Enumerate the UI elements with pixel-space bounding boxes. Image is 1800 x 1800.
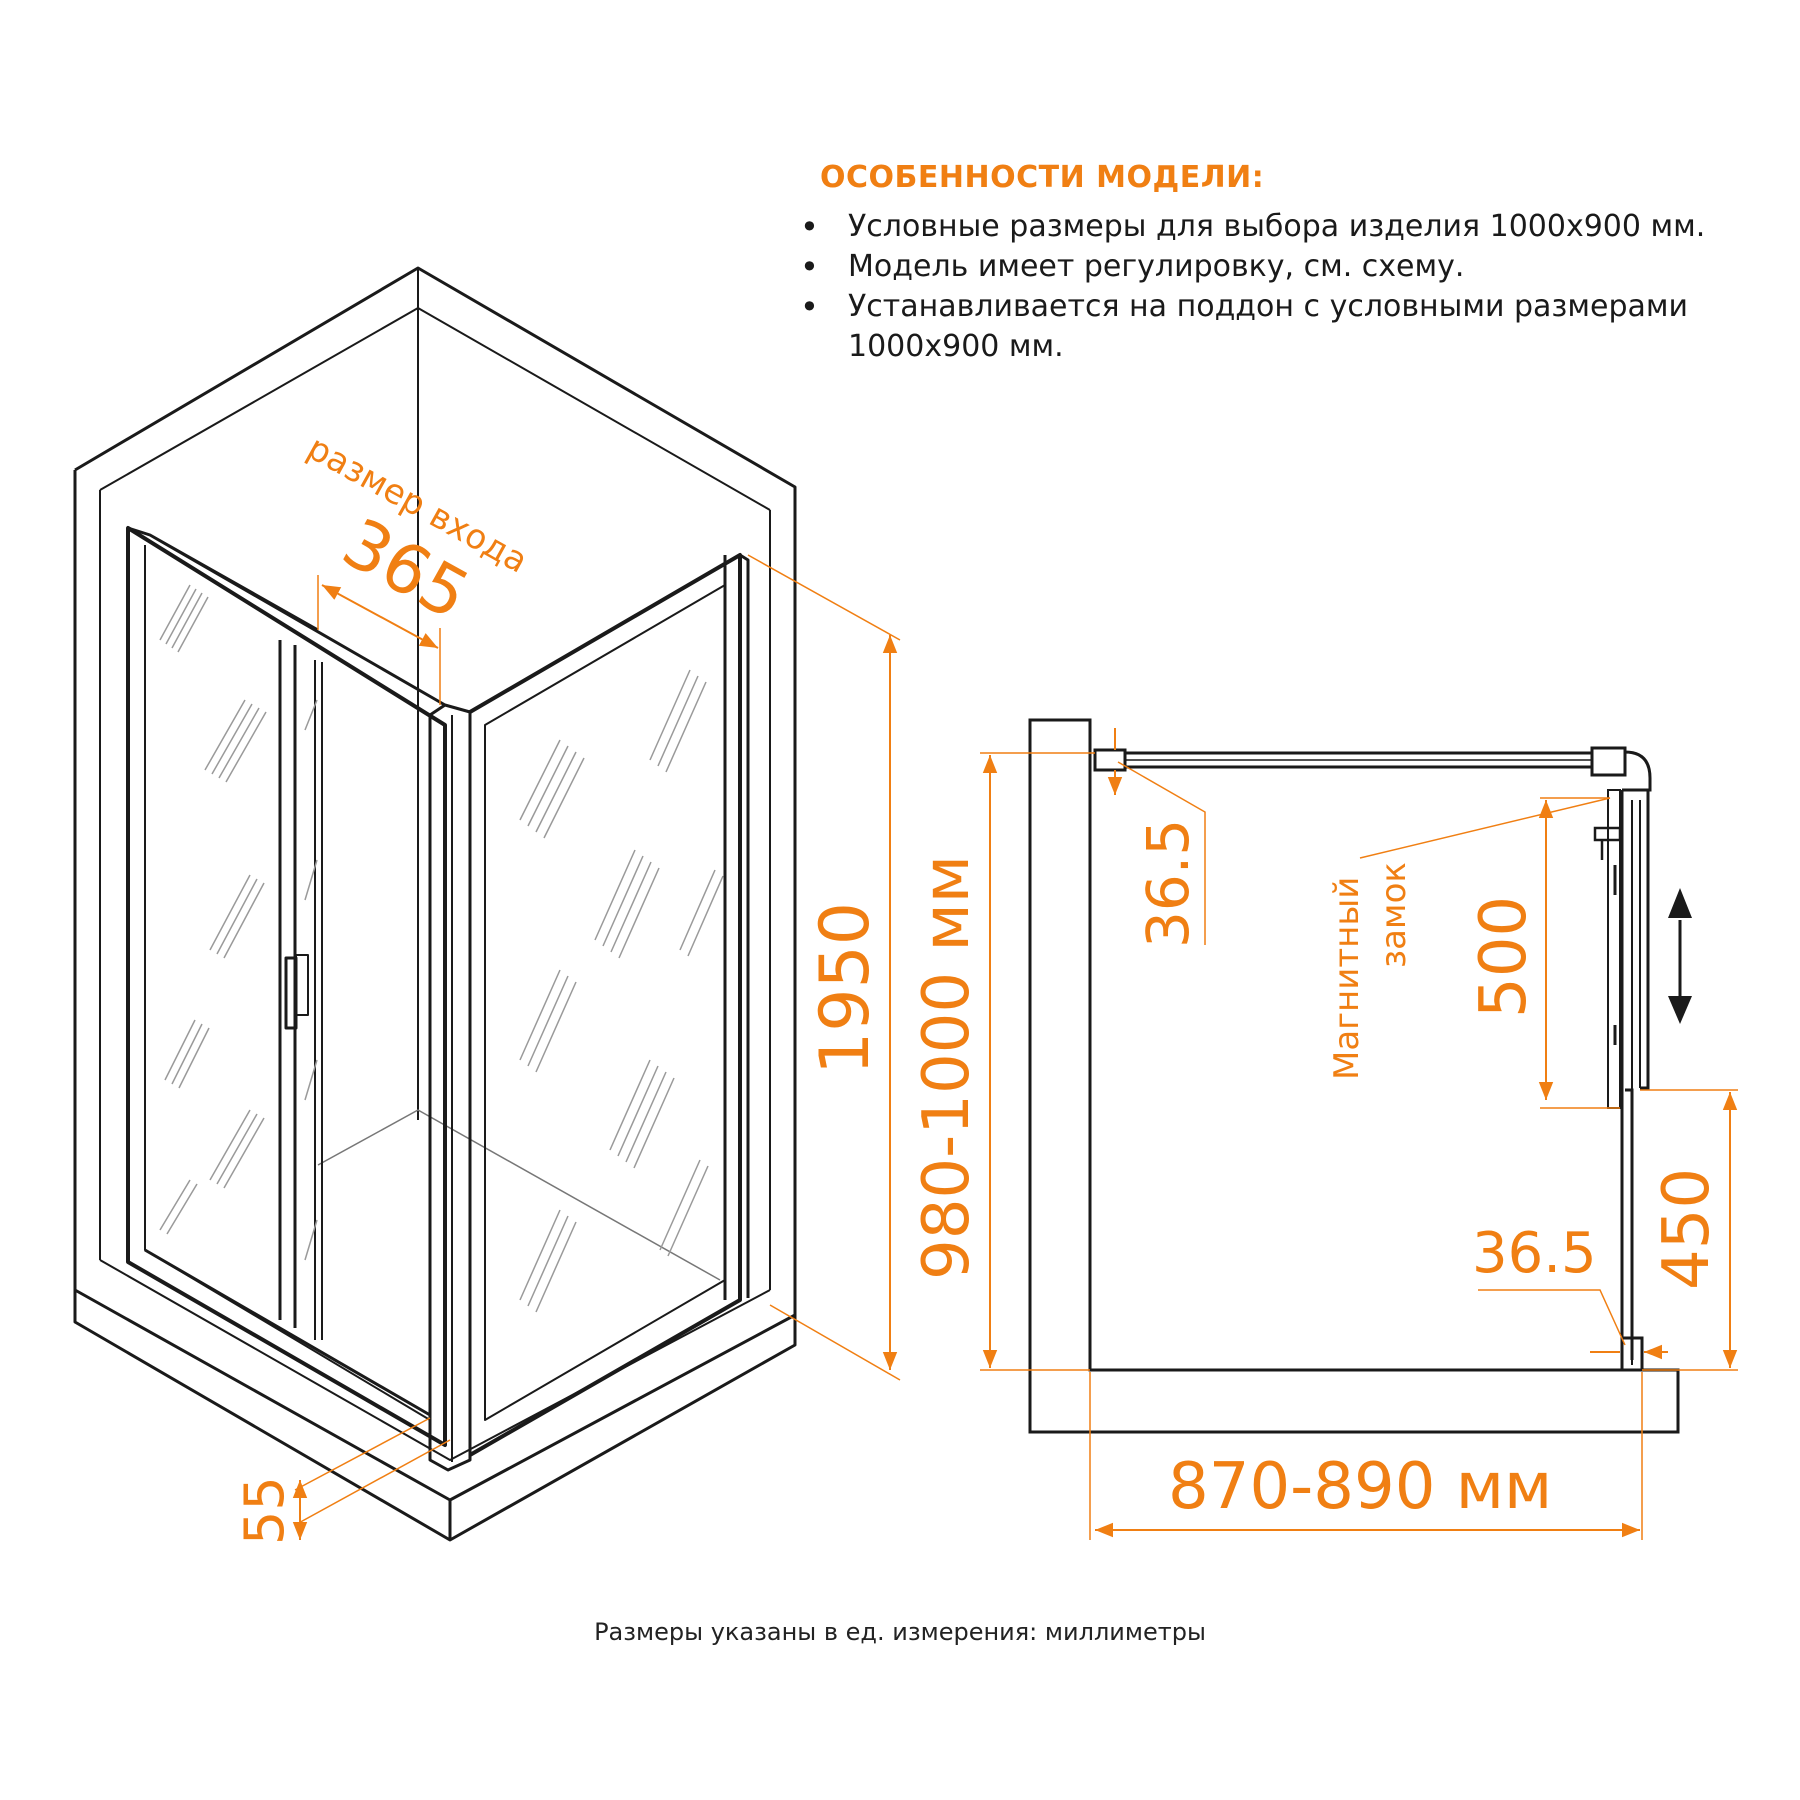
- model-features: ОСОБЕННОСТИ МОДЕЛИ: Условные размеры для…: [760, 160, 1760, 367]
- fixed-panel-bottom: [1622, 1088, 1644, 1372]
- tray-base: [73, 1288, 797, 1542]
- lock-leader-line: [1359, 797, 1611, 859]
- right-profile: [1620, 788, 1650, 1370]
- corner-connector: [1590, 746, 1652, 792]
- room-walls: [74, 266, 797, 1315]
- iso-dimensions: [292, 554, 901, 1540]
- feature-item: Устанавливается на поддон с условными ра…: [800, 287, 1760, 367]
- door-top-rail: [127, 526, 446, 707]
- height-value: 1950: [806, 902, 885, 1075]
- feature-item: Модель имеет регулировку, см. схему.: [800, 247, 1760, 287]
- side-panel-frame: [468, 553, 742, 1457]
- width-range-value: 980-1000 мм: [910, 855, 984, 1280]
- door-bottom-rail: [144, 1248, 431, 1417]
- profile-value: 55: [233, 1476, 296, 1545]
- glass-texture: [159, 584, 724, 1313]
- lock-label-line1: Магнитный: [1327, 877, 1367, 1080]
- door-panel-divider-2: [314, 660, 323, 1340]
- sliding-panel: [1607, 789, 1621, 1109]
- entrance-dim-line: [321, 584, 439, 649]
- plan-dimensions: [980, 728, 1738, 1540]
- lock-label-line2: замок: [1374, 862, 1414, 968]
- tray-top-edge: [99, 1259, 771, 1461]
- corner-post: [428, 703, 472, 1472]
- lower-height-value: 450: [1650, 1168, 1724, 1290]
- depth-range-value: 870-890 мм: [1168, 1450, 1552, 1524]
- side-panel-right-post: [723, 553, 750, 1300]
- front-door-frame: [126, 526, 447, 1447]
- floor-lines: [317, 1109, 721, 1281]
- isometric-view: [73, 266, 797, 1542]
- top-offset-value: 36.5: [1134, 819, 1202, 948]
- plan-dimension-labels: 980-1000 мм 36.5 Магнитный замок 500 450…: [910, 819, 1724, 1524]
- adjustment-arrow-icon: [1668, 888, 1692, 1024]
- inner-wall-top: [99, 307, 771, 511]
- bottom-offset-value: 36.5: [1472, 1221, 1597, 1286]
- features-title: ОСОБЕННОСТИ МОДЕЛИ:: [820, 160, 1265, 195]
- magnetic-lock: [1593, 826, 1622, 860]
- units-footnote: Размеры указаны в ед. измерения: миллиме…: [594, 1618, 1206, 1646]
- side-panel-inner-frame: [484, 584, 726, 1421]
- lock-height-value: 500: [1467, 896, 1541, 1018]
- features-list: Условные размеры для выбора изделия 1000…: [760, 207, 1760, 367]
- door-handle-icon: [284, 954, 309, 1030]
- feature-item: Условные размеры для выбора изделия 1000…: [800, 207, 1760, 247]
